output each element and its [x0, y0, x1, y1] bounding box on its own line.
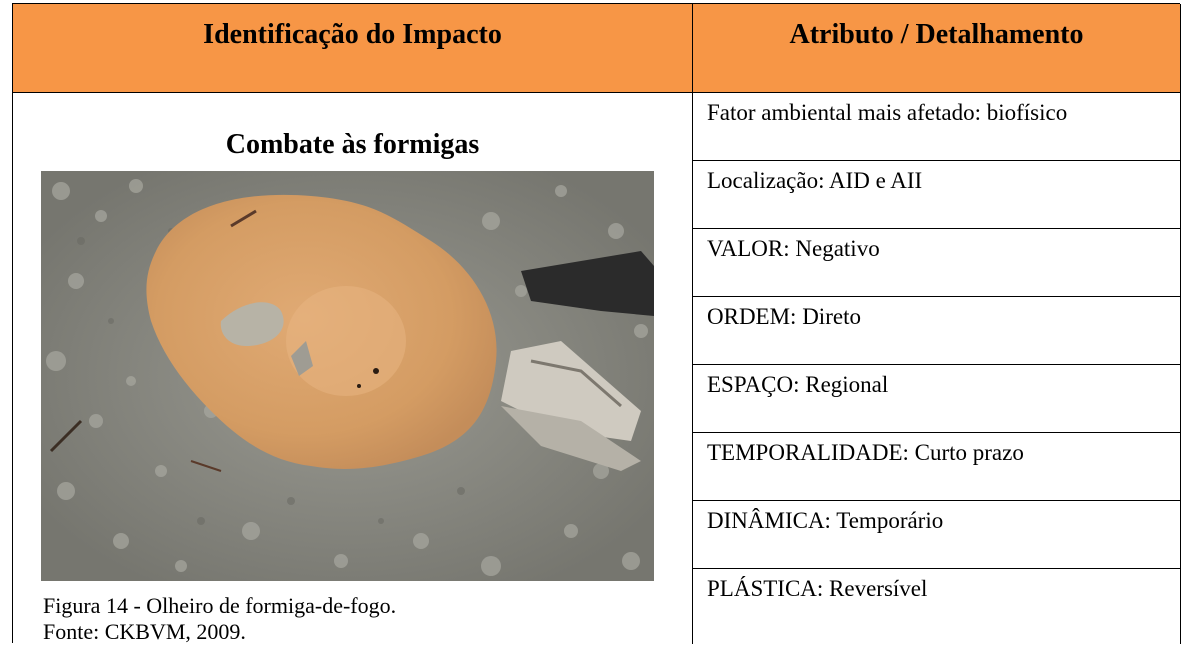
- header-identificacao: Identificação do Impacto: [13, 4, 693, 93]
- attribute-espaco: ESPAÇO: Regional: [693, 365, 1180, 433]
- attribute-ordem: ORDEM: Direto: [693, 297, 1180, 365]
- figure-caption: Figura 14 - Olheiro de formiga-de-fogo. …: [43, 593, 396, 645]
- ant-nest-photo-graphic: [41, 171, 654, 581]
- attribute-dinamica: DINÂMICA: Temporário: [693, 501, 1180, 569]
- header-atributo: Atributo / Detalhamento: [693, 4, 1181, 93]
- figure-caption-source: Fonte: CKBVM, 2009.: [43, 619, 246, 644]
- header-atributo-label: Atributo / Detalhamento: [789, 19, 1084, 50]
- attributes-cell: Fator ambiental mais afetado: biofísico …: [693, 93, 1181, 644]
- impact-table: Identificação do Impacto Atributo / Deta…: [12, 3, 1181, 644]
- attribute-plastica: PLÁSTICA: Reversível: [707, 576, 928, 601]
- table-header-row: Identificação do Impacto Atributo / Deta…: [13, 4, 1181, 93]
- attribute-localizacao: Localização: AID e AII: [693, 161, 1180, 229]
- impact-identification-cell: Combate às formigas: [13, 93, 693, 644]
- ant-nest-photo: [41, 171, 654, 581]
- attribute-valor: VALOR: Negativo: [693, 229, 1180, 297]
- figure-caption-title: Figura 14 - Olheiro de formiga-de-fogo.: [43, 593, 397, 618]
- impact-title: Combate às formigas: [225, 129, 480, 160]
- attribute-fator-ambiental: Fator ambiental mais afetado: biofísico: [693, 93, 1180, 161]
- attribute-temporalidade: TEMPORALIDADE: Curto prazo: [693, 433, 1180, 501]
- header-identificacao-label: Identificação do Impacto: [203, 19, 502, 50]
